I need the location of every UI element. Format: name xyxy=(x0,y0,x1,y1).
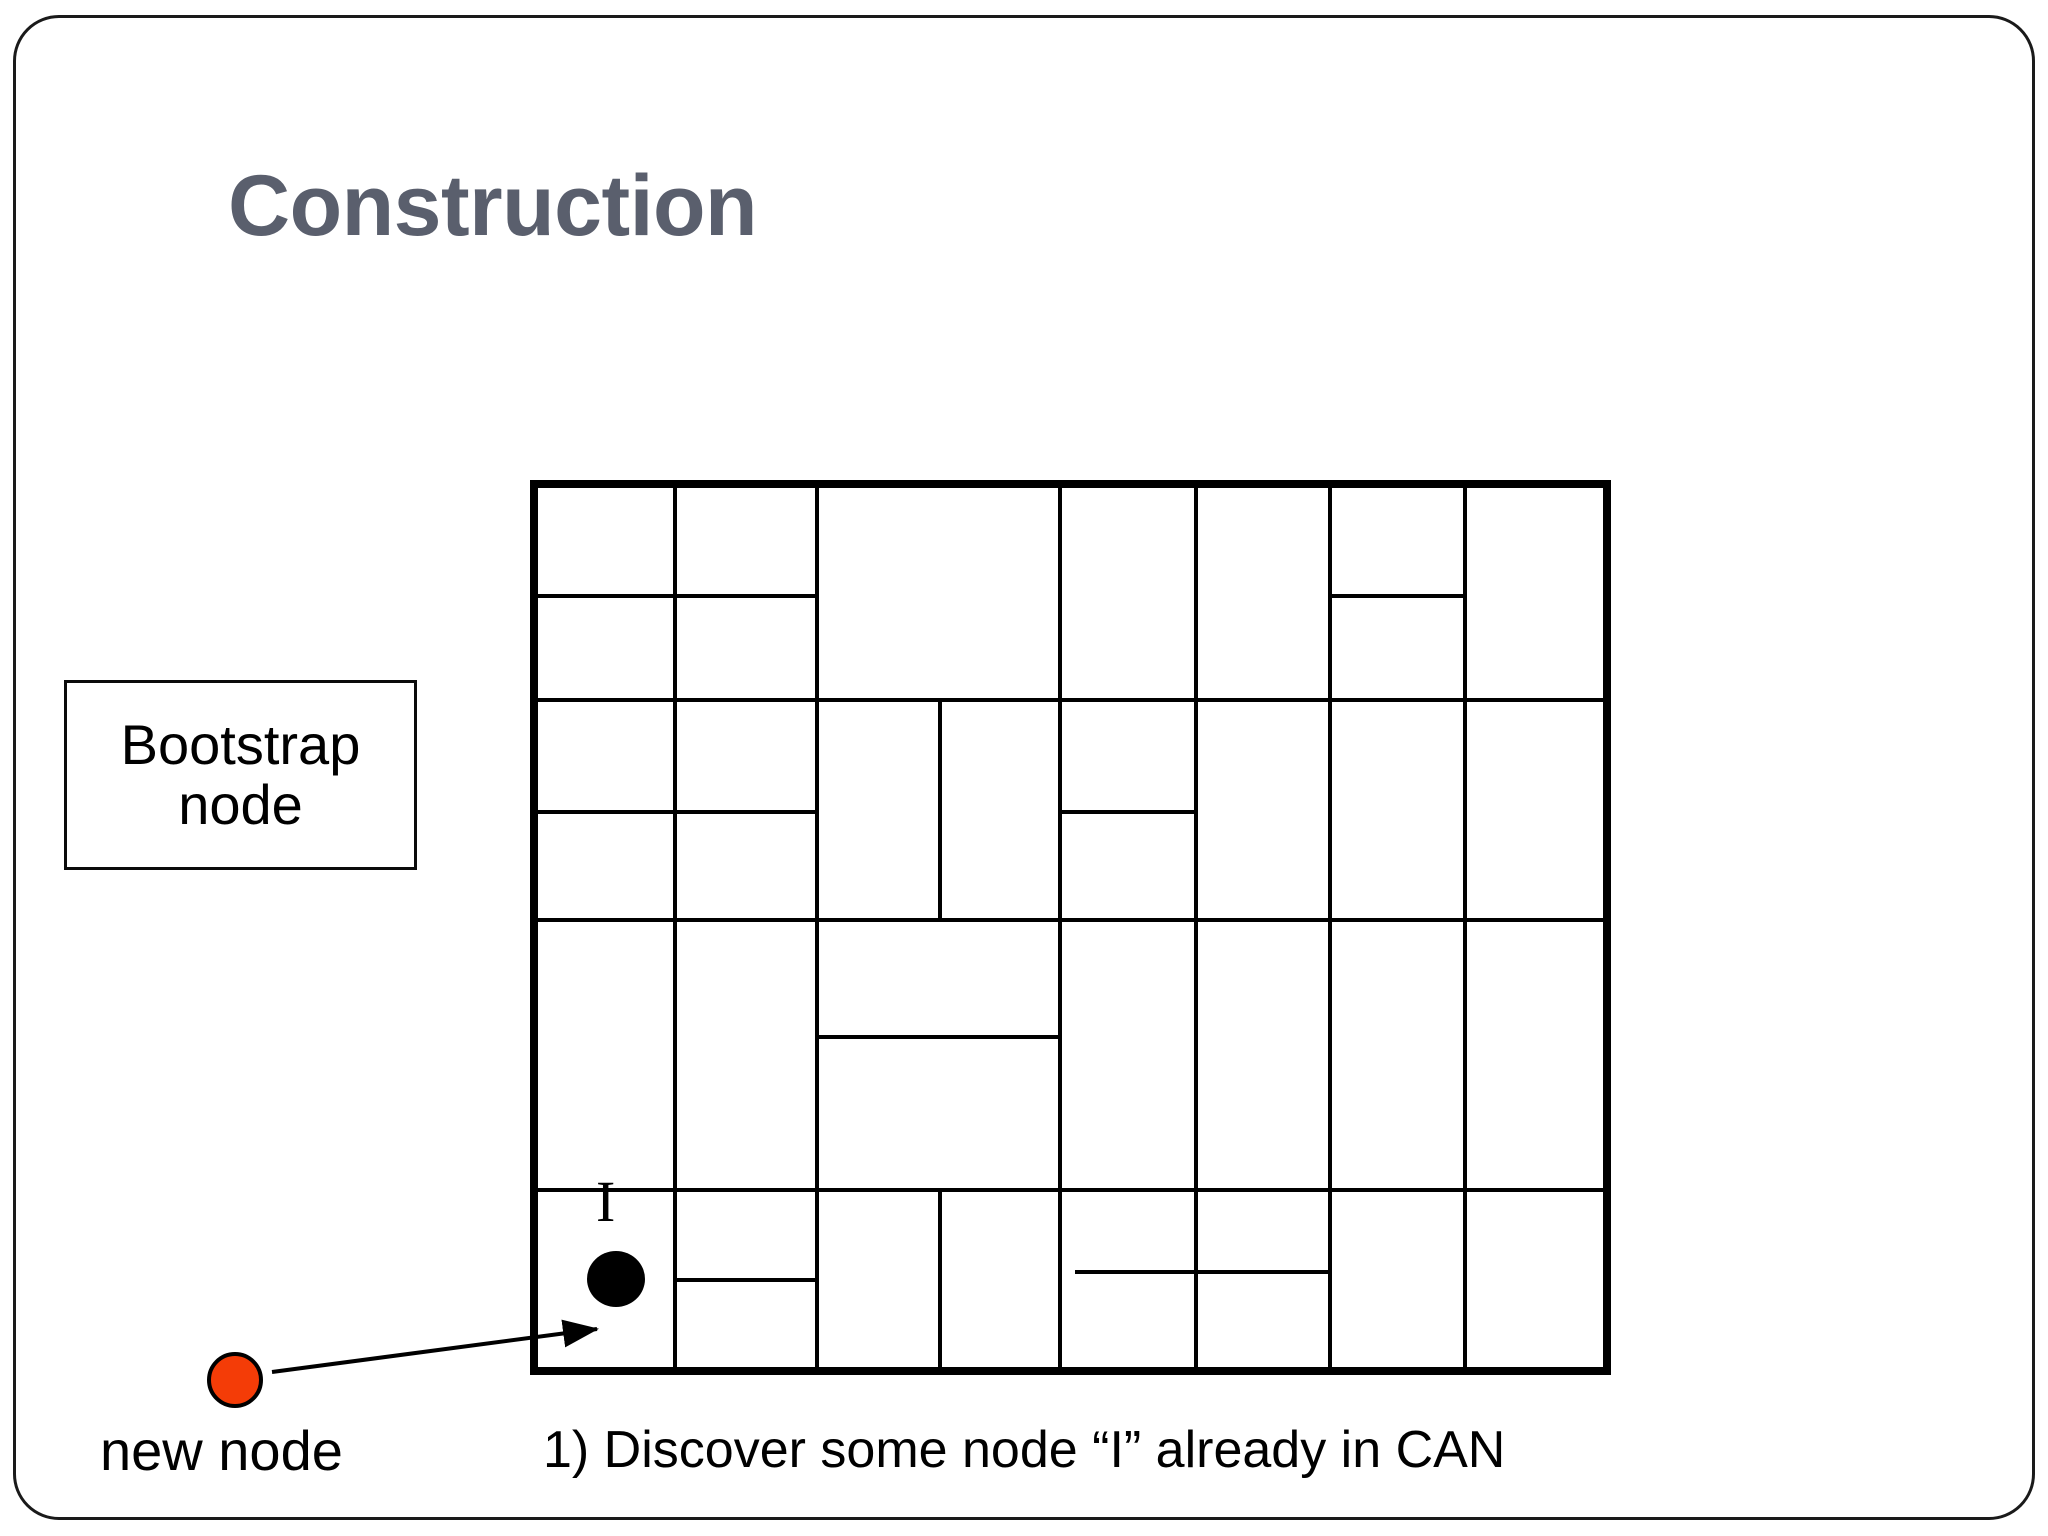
bootstrap-label-line-1: Bootstrap xyxy=(120,713,361,777)
step-caption: 1) Discover some node “I” already in CAN xyxy=(543,1421,1506,1479)
page-title: Construction xyxy=(228,158,758,254)
new-node-label: new node xyxy=(100,1419,343,1482)
zone-partition-lines xyxy=(530,480,1611,1375)
coordinate-space-boundary xyxy=(530,480,1611,1375)
node-i-label: I xyxy=(596,1169,616,1234)
node-markers xyxy=(207,1251,645,1408)
bootstrap-label-line-2: node xyxy=(178,773,303,836)
bootstrap-node-callout: Bootstrap node xyxy=(64,680,417,870)
discover-arrow xyxy=(271,1319,599,1374)
new-node-dot xyxy=(207,1352,263,1408)
node-i-dot xyxy=(587,1251,645,1307)
